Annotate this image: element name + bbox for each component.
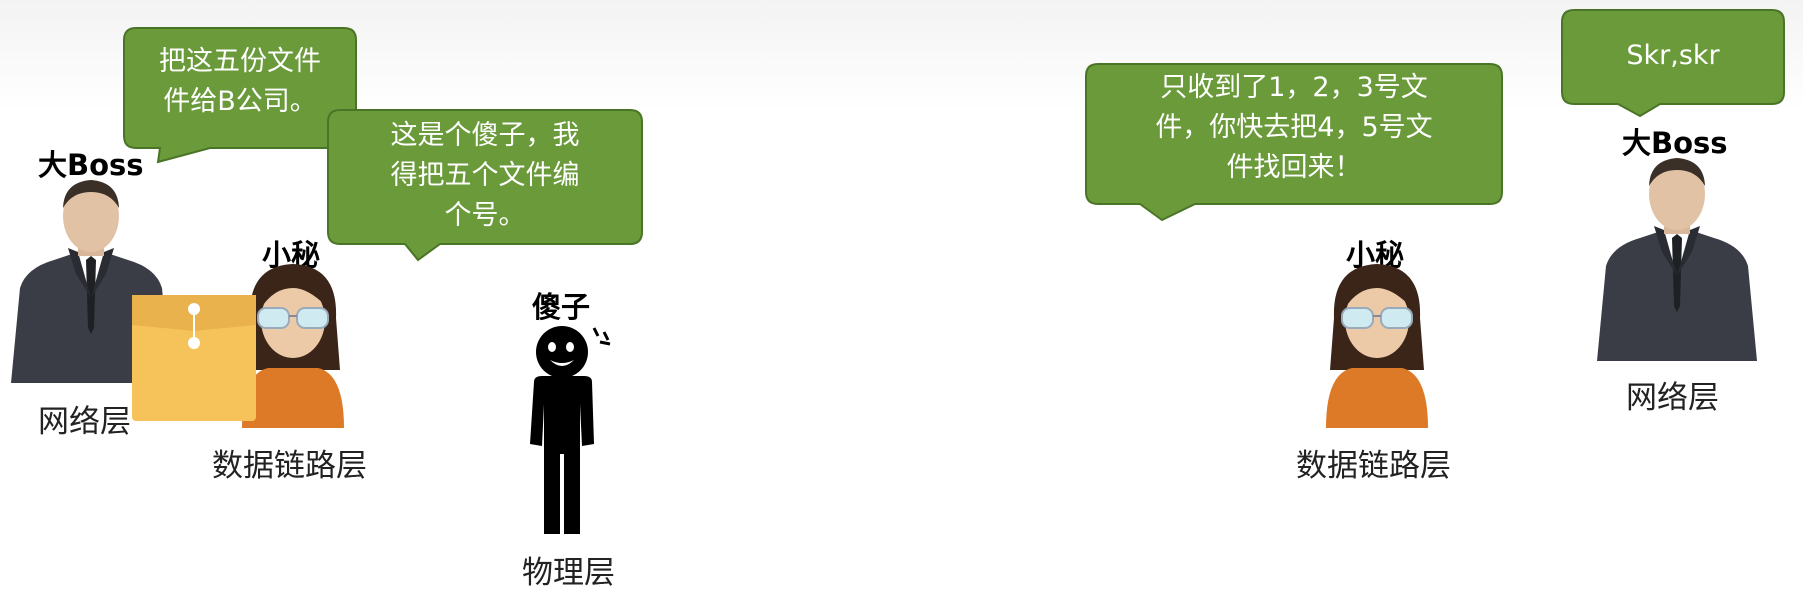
bubble-receiver-reply-text: 只收到了1，2，3号文 件，你快去把4，5号文 件找回来！	[1086, 68, 1502, 188]
secretary-icon	[242, 264, 344, 428]
fool-title: 傻子	[532, 290, 591, 324]
bubble-boss-reply-text: Skr,skr	[1562, 36, 1784, 76]
left-secretary-layer: 数据链路层	[212, 448, 367, 484]
bubble-line: 件，你快去把4，5号文	[1155, 112, 1433, 143]
bubble-line: 把这五份文件	[159, 46, 321, 77]
fool-layer: 物理层	[522, 555, 615, 591]
bubble-secretary-thought-text: 这是个傻子，我 得把五个文件编 个号。	[328, 116, 642, 236]
bubble-boss-order	[123, 27, 357, 164]
stick-figure-icon	[530, 326, 611, 534]
secretary-icon	[1326, 264, 1428, 428]
businessman-icon	[1597, 158, 1757, 361]
businessman-icon	[11, 180, 171, 383]
right-secretary-layer: 数据链路层	[1296, 448, 1451, 484]
bubble-line: 只收到了1，2，3号文	[1160, 72, 1428, 103]
bubble-line: Skr,skr	[1626, 40, 1720, 71]
bubble-boss-order-text: 把这五份文件 件给B公司。	[124, 42, 356, 122]
bubble-secretary-thought	[327, 109, 643, 262]
bubble-line: 件找回来！	[1226, 152, 1362, 183]
bubble-line: 件给B公司。	[163, 86, 317, 117]
right-boss-layer: 网络层	[1626, 380, 1719, 416]
right-boss-title: 大Boss	[1622, 126, 1728, 160]
bubble-line: 个号。	[444, 200, 526, 231]
left-boss-layer: 网络层	[38, 404, 131, 440]
left-boss-title: 大Boss	[38, 148, 144, 182]
envelope-icon	[132, 295, 256, 421]
bubble-line: 这是个傻子，我	[390, 120, 580, 151]
bubble-line: 得把五个文件编	[390, 160, 580, 191]
bubble-receiver-reply	[1085, 63, 1503, 222]
bubble-boss-reply	[1561, 9, 1785, 118]
